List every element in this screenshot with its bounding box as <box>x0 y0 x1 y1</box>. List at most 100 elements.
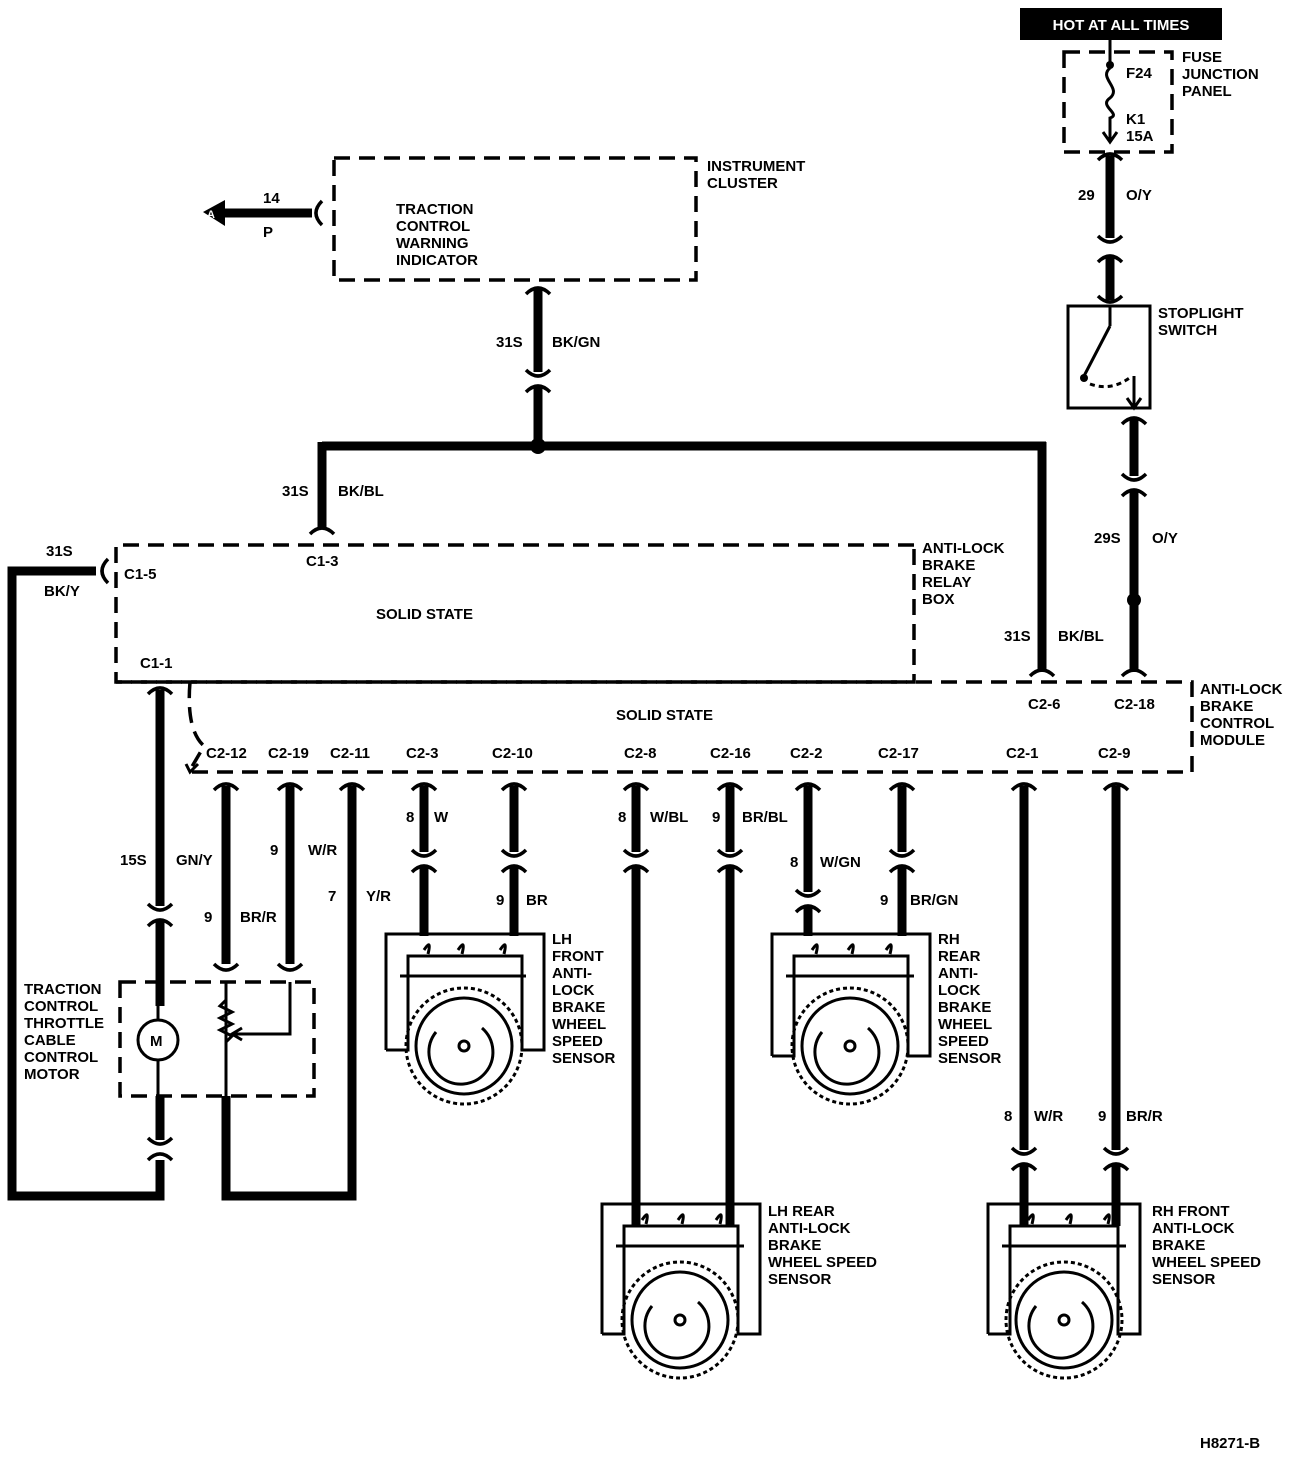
tone-ring-icon <box>404 986 524 1106</box>
pin-c2-8: C2-8 <box>624 745 657 762</box>
hot-at-all-times-label: HOT AT ALL TIMES <box>1053 17 1190 34</box>
motor-label-3: THROTTLE <box>24 1015 104 1032</box>
instrument-cluster-label-1: INSTRUMENT <box>707 158 805 175</box>
wire-31s-c-gauge: 31S <box>1004 628 1031 645</box>
wire-31s-c-color: BK/BL <box>1058 628 1104 645</box>
wire-29-gauge: 29 <box>1078 187 1095 204</box>
wire-9wr-color: W/R <box>308 842 337 859</box>
wire-31s-bky <box>7 566 165 1201</box>
rh-rear-label-4: BRAKE <box>938 999 991 1016</box>
control-module-pin-c2-18: C2-18 <box>1114 696 1155 713</box>
pin-c2-11: C2-11 <box>330 745 370 762</box>
wire-8wgn-gauge: 8 <box>790 854 798 871</box>
control-module-label-3: CONTROL <box>1200 715 1274 732</box>
wire-15s-color: GN/Y <box>176 852 213 869</box>
traction-indicator-label-2: CONTROL <box>396 218 470 235</box>
fuse-junction-panel <box>1062 40 1174 154</box>
tone-ring-icon <box>790 986 910 1106</box>
lh-front-wheel-sensor <box>384 932 546 1106</box>
fuse-panel-label-1: FUSE <box>1182 49 1222 66</box>
motor-label-5: CONTROL <box>24 1049 98 1066</box>
pin-c2-2: C2-2 <box>790 745 823 762</box>
lh-rear-label-3: WHEEL SPEED <box>768 1254 877 1271</box>
wire-29s-color: O/Y <box>1152 530 1178 547</box>
pin-c2-17: C2-17 <box>878 745 919 762</box>
pin-c2-12: C2-12 <box>206 745 247 762</box>
pin-c2-19: C2-19 <box>268 745 309 762</box>
fuse-icon <box>1105 66 1115 140</box>
pin-c2-10: C2-10 <box>492 745 533 762</box>
rh-rear-label-7: SENSOR <box>938 1050 1002 1067</box>
wire-7-color: Y/R <box>366 888 391 905</box>
control-module-label-1: ANTI-LOCK <box>1200 681 1283 698</box>
motor-label-1: TRACTION <box>24 981 102 998</box>
wire-9wr-gauge: 9 <box>270 842 278 859</box>
relay-box-label-2: BRAKE <box>922 557 975 574</box>
pin-c2-9: C2-9 <box>1098 745 1131 762</box>
wire-9brgn-gauge: 9 <box>880 892 888 909</box>
lh-rear-label-2: BRAKE <box>768 1237 821 1254</box>
wire-9brr2-color: BR/R <box>1126 1108 1163 1125</box>
fuse-id: F24 <box>1126 65 1153 82</box>
rh-rear-label-3: LOCK <box>938 982 981 999</box>
wire-9brbl-color: BR/BL <box>742 809 788 826</box>
wire-31s-d-color: BK/Y <box>44 583 80 600</box>
fuse-panel-label-2: JUNCTION <box>1182 66 1259 83</box>
wire-8w-gauge: 8 <box>406 809 414 826</box>
wire-14-color: P <box>263 224 273 241</box>
wire-8wbl-color: W/BL <box>650 809 688 826</box>
hot-at-all-times-banner <box>1020 8 1222 40</box>
motor-label-2: CONTROL <box>24 998 98 1015</box>
wire-31s-b-color: BK/BL <box>338 483 384 500</box>
relay-box-label-1: ANTI-LOCK <box>922 540 1005 557</box>
control-module-box <box>116 680 1194 774</box>
tone-ring-icon <box>620 1260 740 1380</box>
traction-indicator-label-4: INDICATOR <box>396 252 478 269</box>
stoplight-label-1: STOPLIGHT <box>1158 305 1244 322</box>
lh-rear-label-0: LH REAR <box>768 1203 835 1220</box>
rh-rear-wheel-sensor <box>770 932 932 1106</box>
wire-8wbl-gauge: 8 <box>618 809 626 826</box>
relay-box-label-4: BOX <box>922 591 955 608</box>
stoplight-switch <box>1066 304 1152 411</box>
rh-rear-label-6: SPEED <box>938 1033 989 1050</box>
wire-8w-color: W <box>434 809 449 826</box>
motor-label-6: MOTOR <box>24 1066 80 1083</box>
lh-rear-label-4: SENSOR <box>768 1271 832 1288</box>
potentiometer-icon <box>216 998 236 1044</box>
wire-15s-gauge: 15S <box>120 852 147 869</box>
instrument-cluster-box <box>332 156 698 282</box>
rh-front-wheel-sensor <box>986 1202 1142 1380</box>
relay-id: K1 <box>1126 111 1145 128</box>
rh-front-label-0: RH FRONT <box>1152 1203 1230 1220</box>
fuse-panel-label-3: PANEL <box>1182 83 1232 100</box>
lh-front-label-7: SENSOR <box>552 1050 616 1067</box>
wire-9brr-color: BR/R <box>240 909 277 926</box>
throttle-motor-box <box>118 980 316 1098</box>
rh-front-label-4: SENSOR <box>1152 1271 1216 1288</box>
relay-box-pin-c1-3: C1-3 <box>306 553 339 570</box>
rh-front-label-2: BRAKE <box>1152 1237 1205 1254</box>
wire-9br-gauge: 9 <box>496 892 504 909</box>
pin-c2-1: C2-1 <box>1006 745 1039 762</box>
wire-29-color: O/Y <box>1126 187 1152 204</box>
lh-front-label-2: ANTI- <box>552 965 592 982</box>
wire-9brbl-gauge: 9 <box>712 809 720 826</box>
motor-symbol: M <box>150 1033 163 1050</box>
lh-front-label-4: BRAKE <box>552 999 605 1016</box>
wire-9brr2-gauge: 9 <box>1098 1108 1106 1125</box>
wire-9brr-gauge: 9 <box>204 909 212 926</box>
wire-14-gauge: 14 <box>263 190 280 207</box>
control-module-pin-c2-6: C2-6 <box>1028 696 1061 713</box>
wire-8wgn-color: W/GN <box>820 854 861 871</box>
wire-9br-color: BR <box>526 892 548 909</box>
wire-9brgn-color: BR/GN <box>910 892 958 909</box>
wire-29s-gauge: 29S <box>1094 530 1121 547</box>
rh-front-label-1: ANTI-LOCK <box>1152 1220 1235 1237</box>
lh-front-label-0: LH <box>552 931 572 948</box>
rh-rear-label-1: REAR <box>938 948 981 965</box>
tone-ring-icon <box>1004 1260 1124 1380</box>
pin-c2-3: C2-3 <box>406 745 439 762</box>
pin-c2-16: C2-16 <box>710 745 751 762</box>
